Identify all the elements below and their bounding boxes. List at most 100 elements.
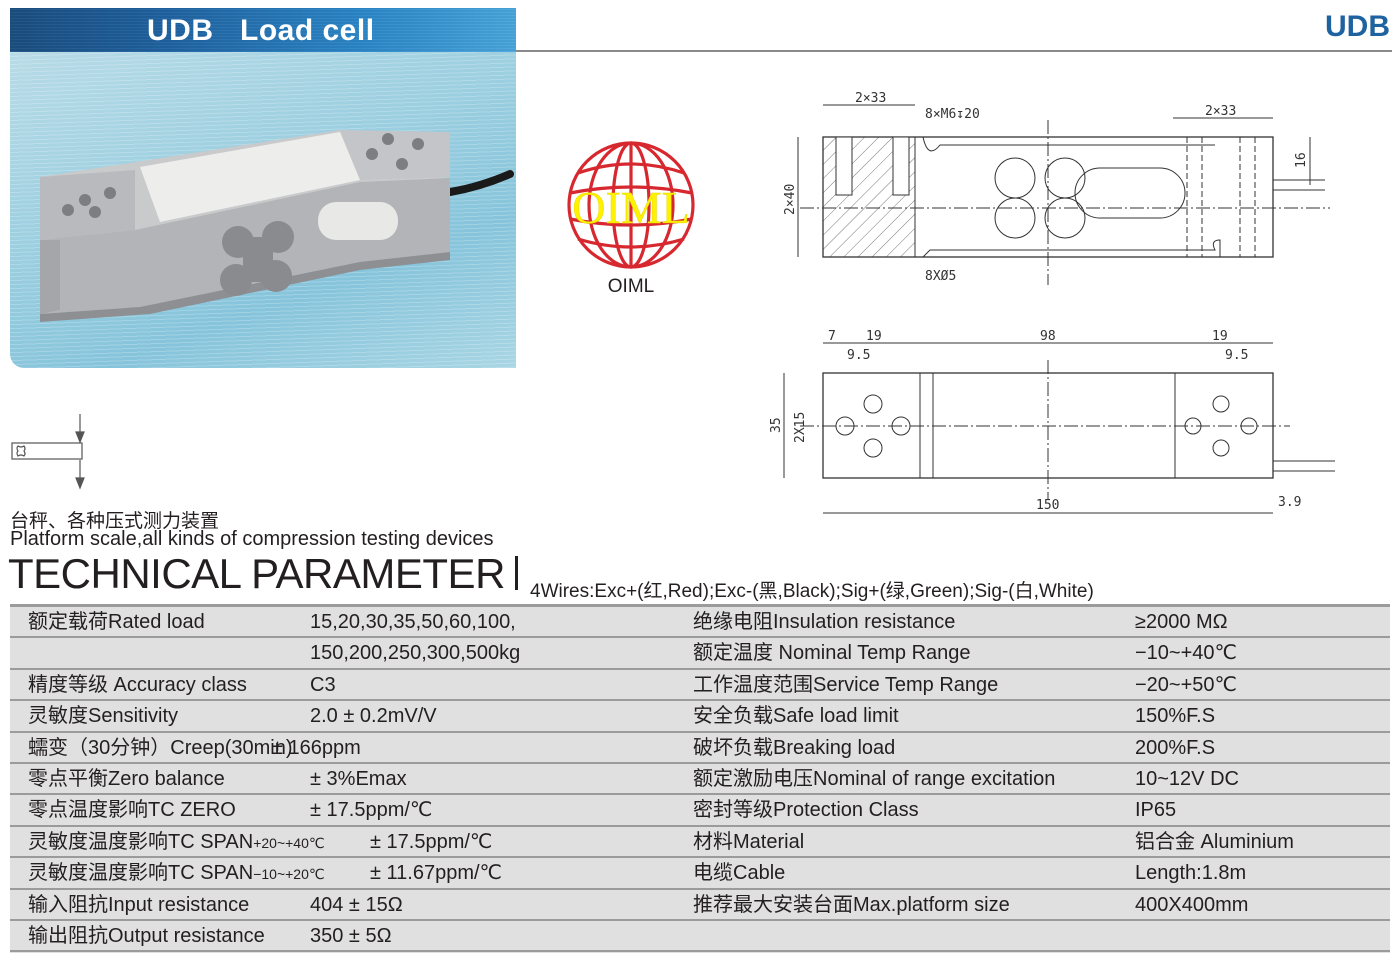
spec-value: 404 ± 15Ω <box>310 893 403 916</box>
globe-icon: OIML <box>567 141 695 269</box>
spec-label: 密封等级Protection Class <box>693 799 919 822</box>
spec-label: 工作温度范围Service Temp Range <box>693 673 999 696</box>
application-cn: 台秤、各种压式测力装置 <box>10 511 220 532</box>
svg-text:98: 98 <box>1040 329 1056 344</box>
spec-value: ≥2000 MΩ <box>1135 611 1228 633</box>
spec-row: 额定温度 Nominal Temp Range −10~+40℃ <box>680 638 1390 670</box>
spec-row: 零点温度影响TC ZERO ± 17.5ppm/℃ <box>10 795 680 827</box>
svg-text:2×40: 2×40 <box>783 184 798 215</box>
spec-row: 安全负载Safe load limit 150%F.S <box>680 701 1390 733</box>
spec-row <box>680 921 1390 953</box>
top-view-drawing: 7 19 9.5 98 19 9.5 35 2X15 150 3.9 <box>770 325 1350 520</box>
oiml-logo: OIML <box>556 135 706 275</box>
spec-row: 额定激励电压Nominal of range excitation 10~12V … <box>680 764 1390 796</box>
svg-text:9.5: 9.5 <box>1225 348 1248 363</box>
spec-label: 电缆Cable <box>693 862 786 885</box>
spec-value: 150%F.S <box>1135 705 1216 728</box>
spec-value: 350 ± 5Ω <box>310 924 392 947</box>
spec-label: 额定激励电压Nominal of range excitation <box>693 767 1056 790</box>
spec-value: 10~12V DC <box>1135 767 1239 790</box>
spec-row: 零点平衡Zero balance ± 3%Emax <box>10 764 680 796</box>
spec-value: 15,20,30,35,50,60,100, <box>310 611 516 633</box>
spec-row: 密封等级Protection Class IP65 <box>680 795 1390 827</box>
spec-label: 额定温度 Nominal Temp Range <box>693 642 971 665</box>
spec-row: 蠕变（30分钟）Creep(30min)± 166ppm <box>10 733 680 764</box>
spec-row: 150,200,250,300,500kg <box>10 638 680 670</box>
spec-row: 输出阻抗Output resistance 350 ± 5Ω <box>10 921 680 953</box>
svg-text:8XØ5: 8XØ5 <box>925 269 956 284</box>
svg-text:35: 35 <box>770 417 784 433</box>
section-title: TECHNICAL PARAMETER <box>8 550 505 597</box>
side-view-drawing: 2×33 8×M6↧20 2×33 2×40 16 8XØ5 <box>770 90 1350 290</box>
spec-label: 蠕变（30分钟）Creep(30min) <box>28 736 293 759</box>
spec-label: 输出阻抗Output resistance <box>28 924 265 947</box>
spec-value: 2.0 ± 0.2mV/V <box>310 705 437 728</box>
spec-label: 灵敏度Sensitivity <box>28 705 179 728</box>
spec-row: 额定载荷Rated load 15,20,30,35,50,60,100, <box>10 607 680 639</box>
spec-label: 安全负载Safe load limit <box>693 705 899 728</box>
svg-text:16: 16 <box>1294 152 1309 168</box>
spec-value: 铝合金 Aluminium <box>1135 830 1294 853</box>
application-en: Platform scale,all kinds of compression … <box>10 528 494 550</box>
wires-note: 4Wires:Exc+(红,Red);Exc-(黑,Black);Sig+(绿,… <box>530 581 1094 602</box>
svg-text:8×M6↧20: 8×M6↧20 <box>925 107 980 122</box>
spec-row: 绝缘电阻Insulation resistance ≥2000 MΩ <box>680 607 1390 639</box>
spec-column-left: 额定载荷Rated load 15,20,30,35,50,60,100, 150… <box>10 607 680 953</box>
spec-column-right: 绝缘电阻Insulation resistance ≥2000 MΩ 额定温度 N… <box>680 607 1390 953</box>
spec-label: 零点温度影响TC ZERO <box>28 799 236 822</box>
spec-row: 材料Material 铝合金 Aluminium <box>680 827 1390 859</box>
svg-text:2X15: 2X15 <box>793 412 808 443</box>
spec-label: 材料Material <box>693 830 805 853</box>
spec-table: 额定载荷Rated load 15,20,30,35,50,60,100, 150… <box>10 604 1390 953</box>
spec-value: 150,200,250,300,500kg <box>310 642 521 665</box>
svg-text:150: 150 <box>1036 498 1059 513</box>
spec-row: 精度等级 Accuracy class C3 <box>10 670 680 702</box>
svg-text:2×33: 2×33 <box>855 91 886 106</box>
load-cell-image-icon <box>40 130 514 322</box>
svg-text:19: 19 <box>1212 329 1228 344</box>
spec-label: 灵敏度温度影响TC SPAN+20~+40℃ <box>28 830 325 853</box>
spec-label: 精度等级 Accuracy class <box>28 673 247 696</box>
spec-row: 工作温度范围Service Temp Range −20~+50℃ <box>680 670 1390 702</box>
spec-value: ± 3%Emax <box>310 767 407 790</box>
spec-label: 灵敏度温度影响TC SPAN−10~+20℃ <box>28 862 325 885</box>
spec-label: 输入阻抗Input resistance <box>28 893 250 916</box>
product-photo <box>10 52 516 368</box>
load-direction-icon <box>10 412 90 492</box>
svg-text:3.9: 3.9 <box>1278 495 1301 510</box>
spec-row: 推荐最大安装台面Max.platform size 400X400mm <box>680 890 1390 921</box>
spec-label: 破坏负载Breaking load <box>693 736 896 759</box>
spec-value: IP65 <box>1135 799 1177 822</box>
header-rule <box>516 50 1392 52</box>
svg-text:9.5: 9.5 <box>847 348 870 363</box>
spec-row: 输入阻抗Input resistance 404 ± 15Ω <box>10 890 680 921</box>
spec-label: 绝缘电阻Insulation resistance <box>693 611 956 633</box>
title-banner: UDB Load cell <box>10 8 516 52</box>
spec-value: ± 17.5ppm/℃ <box>370 830 493 853</box>
spec-value: −20~+50℃ <box>1135 673 1237 696</box>
spec-row: 灵敏度温度影响TC SPAN−10~+20℃ ± 11.67ppm/℃ <box>10 858 680 890</box>
spec-row: 电缆Cable Length:1.8m <box>680 858 1390 890</box>
spec-value: Length:1.8m <box>1135 862 1247 885</box>
spec-value: −10~+40℃ <box>1135 642 1237 665</box>
section-divider <box>515 556 518 590</box>
spec-label: 推荐最大安装台面Max.platform size <box>693 893 1010 916</box>
spec-value: ± 17.5ppm/℃ <box>310 799 433 822</box>
spec-value: C3 <box>310 673 336 696</box>
model-code: UDB <box>1325 10 1390 43</box>
svg-text:2×33: 2×33 <box>1205 104 1236 119</box>
oiml-caption: OIML <box>607 276 655 297</box>
spec-value: ± 11.67ppm/℃ <box>370 862 503 885</box>
svg-text:19: 19 <box>866 329 882 344</box>
spec-row: 破坏负载Breaking load 200%F.S <box>680 733 1390 764</box>
spec-row: 灵敏度温度影响TC SPAN+20~+40℃ ± 17.5ppm/℃ <box>10 827 680 859</box>
page-title: UDB Load cell <box>147 14 375 47</box>
spec-value: 200%F.S <box>1135 736 1216 759</box>
svg-text:7: 7 <box>828 329 836 344</box>
spec-value: ± 166ppm <box>272 736 361 759</box>
spec-label: 零点平衡Zero balance <box>28 767 225 790</box>
svg-text:OIML: OIML <box>572 182 690 233</box>
spec-value: 400X400mm <box>1135 893 1249 916</box>
spec-row: 灵敏度Sensitivity 2.0 ± 0.2mV/V <box>10 701 680 733</box>
spec-label: 额定载荷Rated load <box>28 611 205 633</box>
